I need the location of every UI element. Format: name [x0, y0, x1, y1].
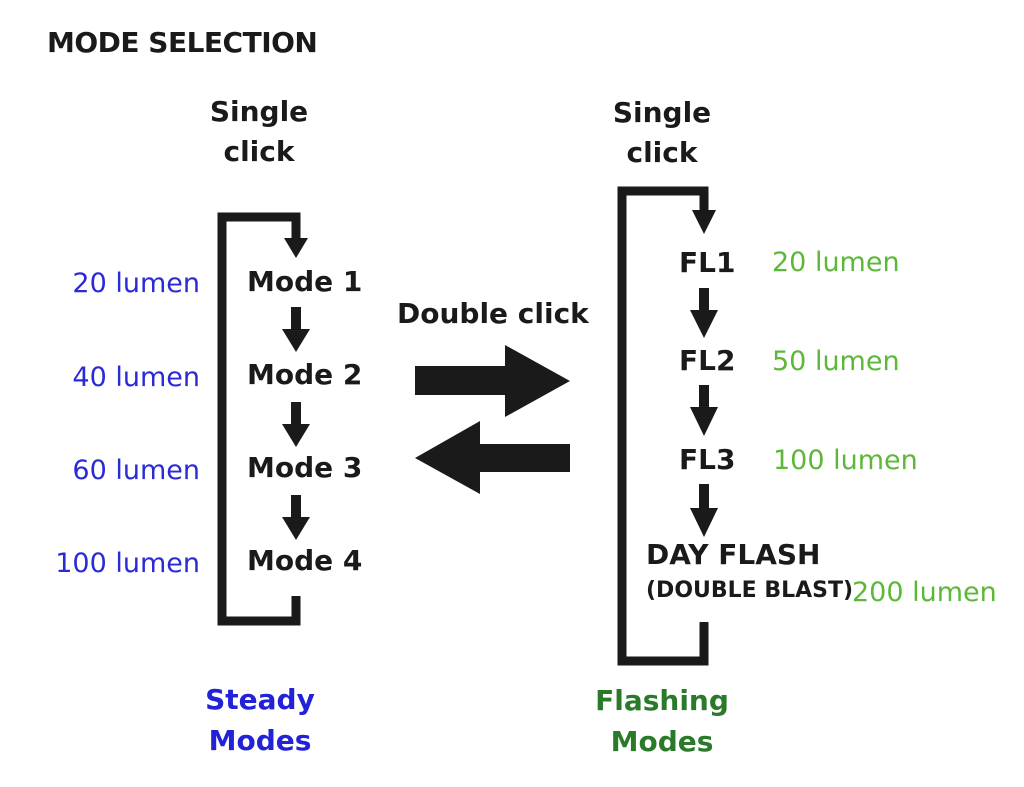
flashing-single-click-label: Single click	[582, 93, 742, 173]
fl2-lumen: 50 lumen	[772, 346, 900, 377]
arrow-mode-1-2-stem	[291, 307, 301, 331]
flashing-group-label-line-1: Flashing	[595, 684, 729, 717]
flashing-modes-label: Flashing Modes	[562, 680, 762, 762]
steady-group-label-line-2: Modes	[208, 724, 312, 757]
transition-arrows	[415, 345, 570, 494]
arrow-mode-1-2-head	[282, 329, 310, 352]
mode-4-label: Mode 4	[247, 544, 363, 577]
page-title: MODE SELECTION	[47, 26, 318, 59]
steady-click-label-line-2: click	[223, 135, 295, 168]
steady-single-click-label: Single click	[179, 92, 339, 172]
steady-loop-line	[217, 212, 301, 626]
mode-2-lumen: 40 lumen	[72, 362, 200, 393]
arrow-fl1-fl2-stem	[699, 288, 709, 312]
arrow-fl3-dayflash-head	[690, 508, 718, 537]
arrow-to-steady	[415, 421, 570, 494]
day-flash-lumen: 200 lumen	[852, 577, 997, 608]
steady-arrows	[282, 238, 310, 540]
steady-loop	[217, 212, 301, 626]
arrow-fl3-dayflash-stem	[699, 484, 709, 510]
arrow-mode-2-3-head	[282, 424, 310, 447]
mode-4-lumen: 100 lumen	[55, 548, 200, 579]
arrow-mode-3-4-stem	[291, 495, 301, 519]
double-click-label: Double click	[397, 297, 589, 330]
fl3-lumen: 100 lumen	[773, 445, 918, 476]
arrow-into-fl1	[692, 210, 716, 234]
fl1-lumen: 20 lumen	[772, 247, 900, 278]
steady-group-label-line-1: Steady	[205, 683, 315, 716]
mode-3-label: Mode 3	[247, 451, 363, 484]
mode-3-lumen: 60 lumen	[72, 455, 200, 486]
flashing-click-label-line-1: Single	[612, 96, 712, 129]
arrow-fl2-fl3-head	[690, 407, 718, 436]
fl2-label: FL2	[679, 344, 736, 377]
steady-modes-label: Steady Modes	[160, 679, 360, 761]
mode-2-label: Mode 2	[247, 358, 363, 391]
flashing-group-label-line-2: Modes	[610, 725, 714, 758]
flashing-loop-line	[617, 186, 709, 666]
arrow-to-flashing	[415, 345, 570, 417]
flashing-click-label-line-2: click	[626, 136, 698, 169]
day-flash-label: DAY FLASH	[646, 538, 821, 571]
arrow-fl1-fl2-head	[690, 310, 718, 338]
arrow-mode-3-4-head	[282, 517, 310, 540]
fl3-label: FL3	[679, 443, 736, 476]
flashing-loop	[617, 186, 709, 666]
arrow-fl2-fl3-stem	[699, 385, 709, 409]
fl1-label: FL1	[679, 246, 736, 279]
double-blast-label: (DOUBLE BLAST)	[646, 578, 854, 603]
mode-1-label: Mode 1	[247, 265, 363, 298]
arrow-into-mode-1	[284, 238, 308, 258]
steady-click-label-line-1: Single	[209, 95, 309, 128]
flashing-arrows	[690, 210, 718, 537]
arrow-mode-2-3-stem	[291, 402, 301, 426]
mode-1-lumen: 20 lumen	[72, 268, 200, 299]
